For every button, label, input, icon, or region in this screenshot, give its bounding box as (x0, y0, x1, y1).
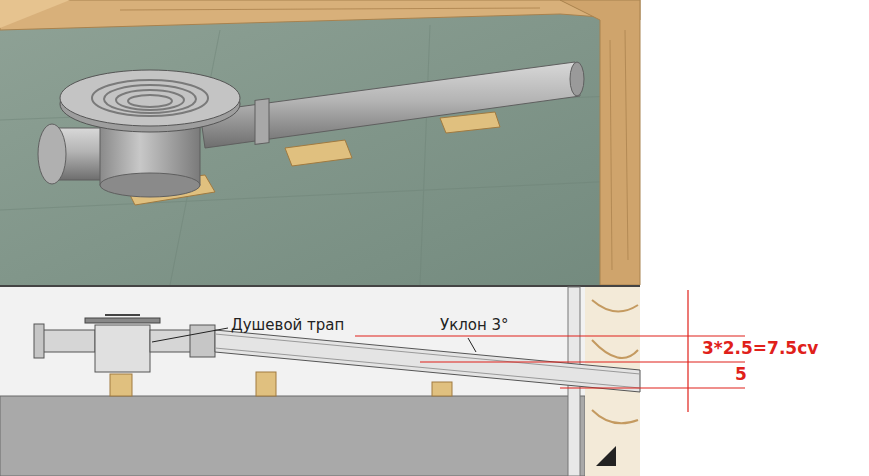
corner-mark (596, 446, 616, 466)
wood-grain (592, 340, 638, 358)
panel-divider (0, 285, 640, 287)
wood-block (285, 140, 352, 166)
wood-block (432, 382, 452, 396)
dimension-lines (687, 290, 688, 412)
dimension-lines (420, 361, 745, 362)
wood-wall (0, 0, 640, 30)
pipe-coupling (255, 99, 269, 145)
wood-grain (120, 8, 540, 10)
drain-grate (92, 80, 208, 116)
wood-grain (625, 30, 628, 260)
wood-block (110, 374, 132, 396)
leader-line (152, 328, 228, 342)
dimension-lines (355, 335, 745, 336)
wood-grain (610, 40, 612, 270)
part-label: Душевой трап (231, 316, 344, 335)
wood-grain (592, 300, 638, 311)
dimension-lines (355, 290, 745, 412)
wood-block (110, 372, 452, 396)
floor (0, 0, 640, 285)
wood-block (256, 372, 276, 396)
inlet-cap (34, 324, 44, 358)
drain-pipe (200, 62, 580, 148)
wood-grain (592, 410, 638, 423)
dimension-lines (560, 387, 745, 388)
drain-flange (85, 318, 160, 323)
wood-wall (0, 0, 70, 28)
dimension-note: 3*2.5=7.5cv (702, 339, 818, 358)
wood-block (440, 112, 500, 133)
floor-seams (0, 25, 640, 285)
dimension-note: 5 (735, 365, 747, 384)
leader-line (468, 338, 476, 352)
drain-grate (105, 314, 140, 316)
drain-body (95, 325, 150, 372)
inlet-cap (38, 124, 66, 184)
floor-seams (420, 25, 430, 285)
floor-seams (0, 180, 640, 210)
drain-grate (92, 80, 208, 116)
drain-body (100, 173, 200, 197)
render-3d (0, 0, 640, 285)
cross-section (0, 287, 640, 476)
drain-grate (104, 85, 196, 113)
concrete-slab (0, 396, 585, 476)
drain-grate (128, 95, 172, 107)
sloped-pipe (215, 330, 640, 392)
drain-flange (60, 70, 240, 126)
pipe-end (570, 62, 584, 96)
pipe-wall (215, 348, 640, 388)
drain-grate (116, 90, 184, 110)
pipe-coupling (190, 325, 215, 357)
slope-label: Уклон 3° (440, 316, 509, 335)
side-inlet (40, 330, 95, 352)
section-ground (0, 287, 640, 476)
wood-wall (560, 0, 640, 285)
